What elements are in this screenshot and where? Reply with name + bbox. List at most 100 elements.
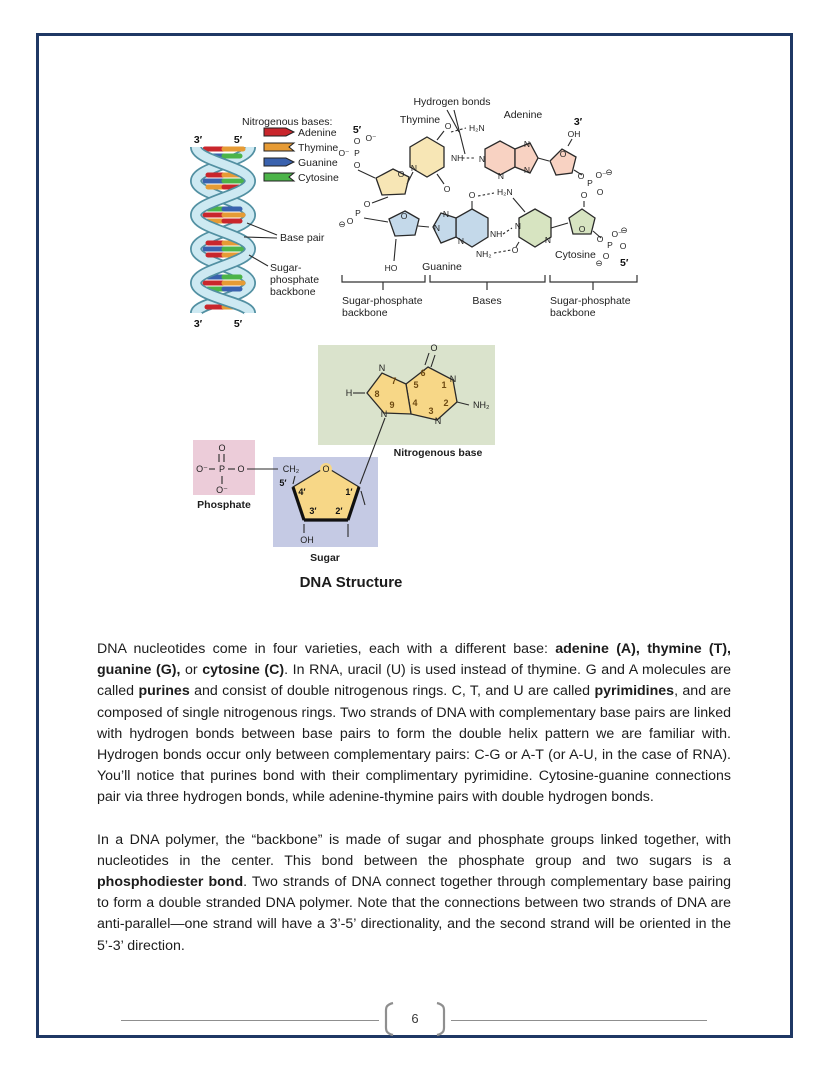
atom-label: N — [434, 223, 440, 233]
adenine-label: Adenine — [504, 109, 543, 121]
atom-label: P — [607, 240, 613, 250]
atom-label: O⁻ — [611, 229, 623, 239]
atom-label: O⁻ — [196, 464, 208, 474]
cytosine-swatch-icon — [263, 172, 296, 182]
atom-label: N — [379, 363, 386, 373]
hydrogen-bond-gc-1 — [477, 192, 495, 197]
footer-rule-left — [121, 1020, 379, 1021]
atom-label: O — [364, 199, 371, 209]
sugar-prime-number: 1′ — [345, 487, 352, 497]
backbone-label-line3: backbone — [270, 286, 316, 298]
thymine-ring — [409, 136, 445, 178]
atom-label: O — [347, 216, 354, 226]
base-pairing-chemical-diagram: Hydrogen bonds 5′ O O⁻ P O⁻ O O Thymine … — [338, 96, 638, 319]
hydrogen-bond-gc-2 — [502, 227, 513, 235]
bracket-center-label: Bases — [472, 295, 501, 307]
atom-label: O — [560, 149, 567, 159]
atom-label: H₂N — [497, 187, 513, 197]
adenine-ring-hex — [484, 140, 516, 176]
atom-label: O — [401, 211, 408, 221]
atom-label: N — [524, 139, 530, 149]
atom-label: N — [479, 154, 485, 164]
hydrogen-bonds-pointer-2 — [453, 109, 466, 155]
atom-label: O⁻ — [338, 148, 350, 158]
atom-label: NH — [490, 229, 502, 239]
nitrogenous-bases-legend: Nitrogenous bases: Adenine Thymine Guani… — [242, 116, 339, 184]
helix-5-prime-bottom-label: 5′ — [234, 318, 243, 330]
minus-charge-icon: ⊖ — [620, 225, 627, 235]
atom-label: N — [435, 416, 442, 426]
dna-double-helix-illustration: 3′ 5′ — [189, 134, 257, 330]
hydrogen-bonds-label: Hydrogen bonds — [413, 96, 490, 108]
atom-label: OH — [568, 129, 581, 139]
base-pair-pointer-line-1 — [246, 222, 278, 236]
ring-number: 3 — [428, 406, 433, 416]
legend-adenine-label: Adenine — [298, 127, 337, 139]
ring-number: 4 — [412, 398, 417, 408]
atom-label: N — [450, 374, 457, 384]
page-number: 6 — [411, 1011, 419, 1026]
sugar-prime-number: 2′ — [335, 506, 342, 516]
atom-label: O⁻ — [365, 133, 377, 143]
atom-label: O — [579, 224, 586, 234]
legend-guanine-label: Guanine — [298, 157, 338, 169]
phosphate-box — [193, 440, 255, 495]
bracket-left-label-line2: backbone — [342, 307, 388, 319]
phosphate-group: O O⁻ P O O⁻ — [196, 443, 278, 495]
phosphate-group-2: O P O⁻ ⊖ O O — [573, 167, 613, 207]
ring-number: 6 — [420, 368, 425, 378]
helix-front-strand-fill — [191, 145, 255, 316]
atom-label: O⁻ — [595, 170, 607, 180]
atom-label: H — [346, 388, 353, 398]
thymine-label: Thymine — [400, 114, 440, 126]
page-border-frame — [36, 33, 793, 1038]
atom-label: P — [219, 464, 225, 474]
page-number-left-brace-icon — [384, 1001, 394, 1037]
phosphate-label: Phosphate — [197, 499, 251, 511]
atom-label: O — [237, 464, 244, 474]
thymine-swatch-icon — [263, 142, 296, 152]
atom-label: NH₂ — [473, 400, 490, 410]
atom-label: O⁻ — [216, 485, 228, 495]
nucleotide-structure-figure: O NH₂ H N N N N 6 1 2 3 4 5 7 8 9 Nitrog… — [193, 343, 495, 564]
footer-rule-right — [451, 1020, 707, 1021]
figure-caption: DNA Structure — [299, 574, 403, 591]
cytosine-ring — [518, 208, 552, 248]
backbone-pointer-line — [248, 254, 269, 267]
hydrogen-bond-gc-3 — [493, 249, 512, 254]
atom-label: O — [444, 184, 451, 194]
phosphate-group-3: O P O ⊖ — [338, 196, 389, 229]
atom-label: O — [597, 234, 604, 244]
atom-label: P — [355, 208, 361, 218]
atom-label: P — [354, 148, 360, 158]
atom-label: O — [512, 245, 519, 255]
atom-label: N — [524, 165, 530, 175]
sugar-prime-number: 3′ — [309, 506, 316, 516]
region-brackets — [341, 275, 638, 290]
atom-label: N — [411, 163, 417, 173]
minus-charge-icon: ⊖ — [595, 258, 602, 268]
sugar-label: Sugar — [310, 552, 340, 564]
atom-label: O — [354, 136, 361, 146]
paragraph-1: DNA nucleotides come in four varieties, … — [97, 641, 731, 806]
atom-label: N — [443, 209, 449, 219]
sugar-prime-number: 4′ — [298, 487, 305, 497]
cytosine-label: Cytosine — [555, 249, 596, 261]
atom-label: OH — [300, 535, 314, 545]
page-number-right-brace-icon — [436, 1001, 446, 1037]
sugar-prime-number: 5′ — [279, 478, 286, 488]
base-pair-pointer-line-2 — [243, 236, 278, 239]
atom-label: O — [445, 121, 452, 131]
atom-label: O — [578, 171, 585, 181]
minus-charge-icon: ⊖ — [338, 219, 345, 229]
atom-label: O — [469, 190, 476, 200]
ring-number: 8 — [374, 389, 379, 399]
chem-3-prime-top: 3′ — [574, 116, 583, 128]
helix-callouts: Base pair Sugar- phosphate backbone — [243, 222, 325, 298]
deoxyribose-sugar-2 — [549, 148, 577, 176]
atom-label: O — [597, 187, 604, 197]
atom-label: NH₂ — [476, 249, 492, 259]
adenine-ring-pent — [514, 142, 539, 174]
bracket-right-label-line2: backbone — [550, 307, 596, 319]
